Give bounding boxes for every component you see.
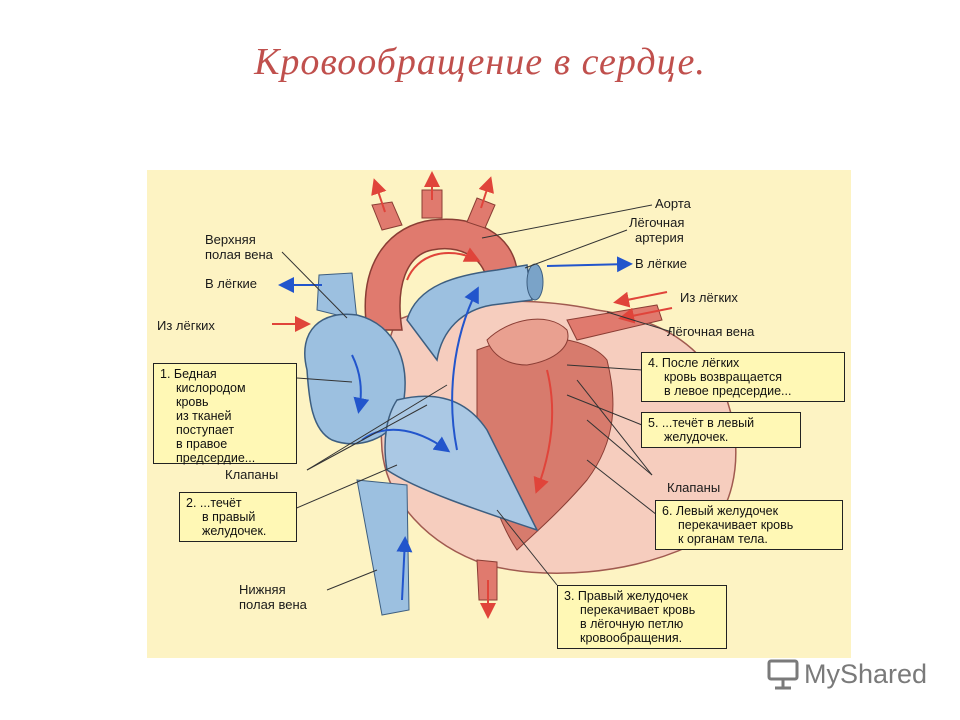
leader-lines bbox=[281, 204, 673, 591]
label-pulmonary-artery-1: Лёгочная bbox=[629, 215, 685, 230]
watermark: MyShared bbox=[766, 654, 927, 694]
box3-line: перекачивает кровь bbox=[580, 603, 696, 617]
callout-box-6: 6. Левый желудочек перекачивает кровь к … bbox=[655, 500, 843, 550]
label-inferior-vena-2: полая вена bbox=[239, 597, 307, 612]
left-ventricle-flow-arrow bbox=[533, 369, 554, 494]
aorta-up-arrow-3 bbox=[478, 176, 494, 209]
slide-title: Кровообращение в сердце. bbox=[254, 41, 706, 83]
box1-line: из тканей bbox=[176, 409, 232, 423]
box3-line: кровообращения. bbox=[580, 631, 683, 645]
label-superior-vena-1: Верхняя bbox=[205, 232, 256, 247]
aorta-up-arrow-1 bbox=[371, 178, 387, 213]
label-superior-vena-2: полая вена bbox=[205, 247, 273, 262]
callout-box-2: 2. ...течёт в правый желудочек. bbox=[179, 492, 297, 542]
box1-line: 1. Бедная bbox=[160, 367, 217, 381]
box2-line: 2. ...течёт bbox=[186, 496, 242, 510]
label-valves-left: Клапаны bbox=[225, 467, 279, 482]
box3-line: в лёгочную петлю bbox=[580, 617, 684, 631]
from-lungs-right-arrow-1 bbox=[613, 291, 668, 308]
label-valves-right: Клапаны bbox=[667, 480, 721, 495]
box1-line: кровь bbox=[176, 395, 209, 409]
box1-line: в правое bbox=[176, 437, 228, 451]
label-aorta: Аорта bbox=[655, 196, 691, 211]
right-ventricle-flow-arrow bbox=[361, 428, 451, 453]
box5-line: 5. ...течёт в левый bbox=[648, 416, 755, 430]
right-atrium-flow-arrow bbox=[351, 354, 370, 414]
pulmonary-artery-opening bbox=[526, 263, 544, 301]
callout-box-3: 3. Правый желудочек перекачивает кровь в… bbox=[557, 585, 727, 649]
label-pulmonary-vein: Лёгочная вена bbox=[667, 324, 755, 339]
inferior-vena-arrow bbox=[396, 536, 413, 601]
box2-line: желудочек. bbox=[202, 524, 267, 538]
callout-box-1: 1. Бедная кислородом кровь из тканей пос… bbox=[153, 363, 297, 465]
from-lungs-right-arrow-2 bbox=[618, 307, 673, 324]
callout-box-5: 5. ...течёт в левый желудочек. bbox=[641, 412, 801, 448]
box3-line: 3. Правый желудочек bbox=[564, 589, 688, 603]
box6-line: к органам тела. bbox=[678, 532, 768, 546]
box1-line: поступает bbox=[176, 423, 235, 437]
pulmonary-flow-arrow bbox=[451, 286, 479, 451]
heart-diagram: Аорта Лёгочная артерия В лёгкие Верхняя … bbox=[147, 170, 851, 658]
callout-box-4: 4. После лёгких кровь возвращается в лев… bbox=[641, 352, 845, 402]
box4-line: 4. После лёгких bbox=[648, 356, 740, 370]
inferior-vena-cava bbox=[356, 479, 410, 616]
box4-line: кровь возвращается bbox=[664, 370, 782, 384]
box2-line: в правый bbox=[202, 510, 256, 524]
box6-line: 6. Левый желудочек bbox=[662, 504, 779, 518]
box1-line: кислородом bbox=[176, 381, 246, 395]
left-atrium bbox=[486, 318, 569, 366]
label-to-lungs-right: В лёгкие bbox=[635, 256, 688, 271]
box5-line: желудочек. bbox=[664, 430, 729, 444]
label-inferior-vena-1: Нижняя bbox=[239, 582, 286, 597]
label-from-lungs-right: Из лёгких bbox=[680, 290, 738, 305]
label-pulmonary-artery-2: артерия bbox=[635, 230, 684, 245]
label-from-lungs-left: Из лёгких bbox=[157, 318, 215, 333]
watermark-text: MyShared bbox=[804, 658, 928, 689]
aorta-branches bbox=[371, 189, 496, 231]
box1-line: предсердие... bbox=[176, 451, 256, 465]
aorta-flow-arrow bbox=[406, 247, 481, 281]
right-ventricle bbox=[384, 395, 539, 532]
presentation-board-icon bbox=[767, 659, 799, 690]
box6-line: перекачивает кровь bbox=[678, 518, 794, 532]
box4-line: в левое предсердие... bbox=[664, 384, 792, 398]
label-to-lungs-left: В лёгкие bbox=[205, 276, 258, 291]
to-lungs-right-arrow bbox=[546, 256, 633, 273]
